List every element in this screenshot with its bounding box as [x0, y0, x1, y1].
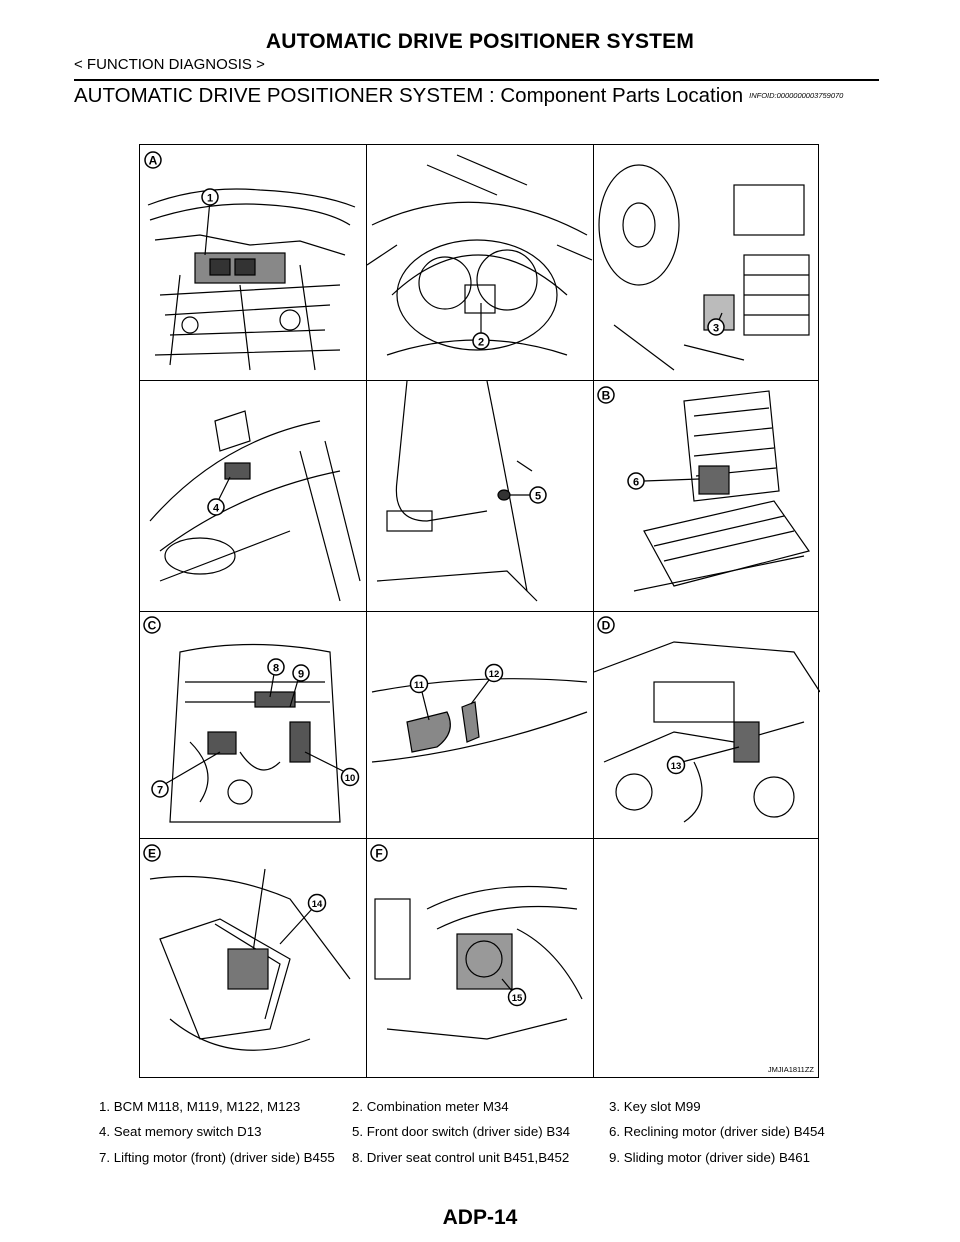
svg-text:B: B	[602, 389, 611, 403]
figure-id: JMJIA1811ZZ	[767, 1065, 814, 1074]
callout-10: 10	[340, 767, 360, 787]
legend-item: 8. Driver seat control unit B451,B452	[352, 1150, 570, 1165]
view-c-labels: C 8 9 7 10	[143, 616, 360, 798]
view-f-labels: F 15	[370, 844, 527, 1007]
svg-text:D: D	[602, 619, 611, 633]
svg-text:C: C	[148, 619, 157, 633]
view-seat-memory-labels: 4	[207, 476, 231, 516]
callout-15: 15	[507, 987, 527, 1007]
seat-memory-switch-illustration	[149, 410, 361, 602]
callout-12: 12	[484, 663, 504, 683]
grid-divider	[140, 838, 818, 839]
view-key-slot: 3	[594, 145, 820, 380]
view-letter-d: D	[597, 616, 615, 634]
bcm-illustration	[147, 188, 356, 371]
view-a-labels: A 1	[144, 151, 219, 206]
svg-text:8: 8	[273, 663, 279, 675]
callout-5: 5	[529, 486, 547, 504]
legend-item: 1. BCM M118, M119, M122, M123	[99, 1099, 301, 1114]
view-letter-a: A	[144, 151, 162, 169]
view-seat-memory-switch: 4	[140, 381, 366, 611]
view-letter-f: F	[370, 844, 388, 862]
callout-8: 8	[267, 658, 285, 676]
svg-text:12: 12	[489, 669, 500, 680]
callout-3: 3	[707, 318, 725, 336]
view-front-door-switch: 5	[367, 381, 593, 611]
legend-item: 9. Sliding motor (driver side) B461	[609, 1150, 811, 1165]
view-d-labels: D 13	[597, 616, 740, 775]
reclining-motor-illustration	[633, 390, 810, 592]
seat-underside-illustration	[169, 643, 341, 823]
view-e-labels: E 14	[143, 844, 327, 945]
svg-text:4: 4	[213, 503, 220, 515]
view-f-sliding-motor: F 15	[367, 839, 593, 1077]
view-b-reclining-motor: B 6	[594, 381, 820, 611]
svg-text:3: 3	[713, 323, 719, 335]
view-b-labels: B 6	[597, 386, 700, 490]
view-combination-meter: 2	[367, 145, 593, 380]
legend-item: 7. Lifting motor (front) (driver side) B…	[99, 1150, 335, 1165]
legend-item: 5. Front door switch (driver side) B34	[352, 1124, 571, 1139]
component-location-figure: A 1 2	[139, 144, 820, 1078]
view-e-lifting-motor: E 14	[140, 839, 366, 1077]
callout-2: 2	[472, 332, 490, 350]
section-title-text: AUTOMATIC DRIVE POSITIONER SYSTEM : Comp…	[74, 84, 744, 107]
page-number: ADP-14	[442, 1206, 518, 1229]
view-letter-e: E	[143, 844, 161, 862]
view-key-slot-labels: 3	[707, 312, 725, 336]
svg-text:13: 13	[671, 761, 682, 772]
view-seat-switches-labels: 11 12	[409, 663, 504, 721]
door-switch-illustration	[376, 381, 538, 602]
svg-text:11: 11	[414, 680, 425, 691]
svg-text:7: 7	[157, 785, 163, 797]
svg-text:9: 9	[298, 669, 304, 681]
view-meter-labels: 2	[472, 303, 490, 350]
grid-divider	[140, 611, 818, 612]
callout-9: 9	[292, 664, 310, 682]
callout-1: 1	[201, 188, 219, 206]
empty-cell	[594, 839, 820, 1077]
callout-7: 7	[151, 780, 169, 798]
view-letter-c: C	[143, 616, 161, 634]
svg-text:F: F	[375, 847, 382, 861]
svg-text:1: 1	[207, 193, 213, 205]
lifting-motor-illustration	[149, 868, 351, 1051]
meter-illustration	[367, 154, 593, 356]
view-seat-switches: 11 12	[367, 612, 593, 838]
svg-text:E: E	[148, 847, 156, 861]
callout-11: 11	[409, 674, 429, 694]
grid-divider	[140, 380, 818, 381]
engine-room-illustration	[594, 641, 820, 823]
seat-switches-illustration	[371, 678, 588, 763]
callout-6: 6	[627, 472, 645, 490]
breadcrumb: < FUNCTION DIAGNOSIS >	[74, 56, 265, 73]
legend-item: 4. Seat memory switch D13	[99, 1124, 262, 1139]
header-rule	[74, 79, 879, 81]
section-title: AUTOMATIC DRIVE POSITIONER SYSTEM : Comp…	[74, 84, 843, 108]
svg-text:10: 10	[345, 773, 356, 784]
view-a-bcm: A 1	[140, 145, 366, 380]
svg-text:5: 5	[535, 491, 541, 503]
callout-13: 13	[666, 755, 686, 775]
svg-text:15: 15	[512, 993, 523, 1004]
svg-text:A: A	[149, 154, 158, 168]
callout-4: 4	[207, 498, 225, 516]
legend-item: 3. Key slot M99	[609, 1099, 701, 1114]
view-d-engine-room: D 13	[594, 612, 820, 838]
view-letter-b: B	[597, 386, 615, 404]
view-door-switch-labels: 5	[510, 486, 547, 504]
legend-item: 6. Reclining motor (driver side) B454	[609, 1124, 825, 1139]
view-c-seat-underside: C 8 9 7 10	[140, 612, 366, 838]
legend-item: 2. Combination meter M34	[352, 1099, 509, 1114]
info-id: INFOID:0000000003759070	[749, 91, 844, 100]
svg-text:2: 2	[478, 337, 484, 349]
page-title: AUTOMATIC DRIVE POSITIONER SYSTEM	[265, 30, 695, 53]
svg-text:6: 6	[633, 477, 639, 489]
callout-14: 14	[307, 893, 327, 913]
svg-text:14: 14	[312, 899, 323, 910]
